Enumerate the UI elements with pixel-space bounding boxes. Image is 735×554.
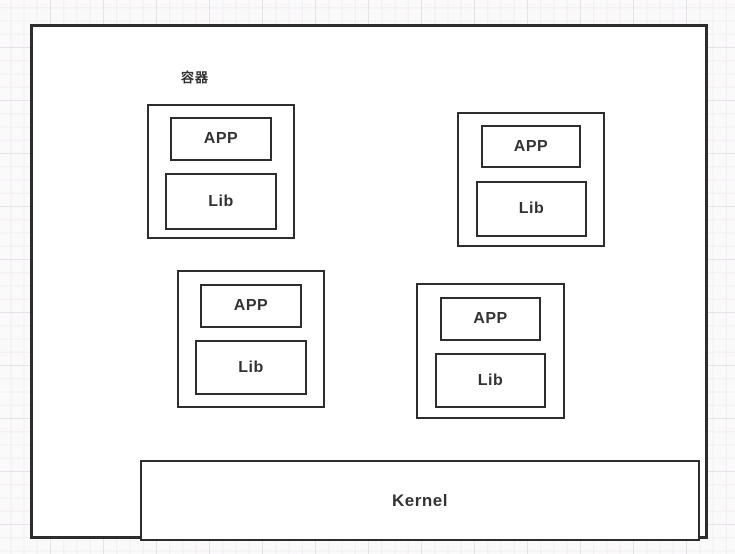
lib-box-top-right: Lib bbox=[476, 181, 587, 237]
lib-box-bottom-right: Lib bbox=[435, 353, 546, 408]
canvas-label: 容器 bbox=[181, 70, 210, 85]
app-box-bottom-right: APP bbox=[440, 297, 541, 341]
app-box-bottom-left: APP bbox=[200, 284, 302, 328]
kernel-box: Kernel bbox=[140, 460, 700, 541]
app-box-top-right: APP bbox=[481, 125, 581, 168]
app-box-top-left: APP bbox=[170, 117, 272, 161]
lib-box-bottom-left: Lib bbox=[195, 340, 307, 395]
container-diagram-canvas: 容器 APP Lib APP Lib APP Lib APP Lib Kerne… bbox=[30, 24, 708, 541]
lib-box-top-left: Lib bbox=[165, 173, 277, 230]
